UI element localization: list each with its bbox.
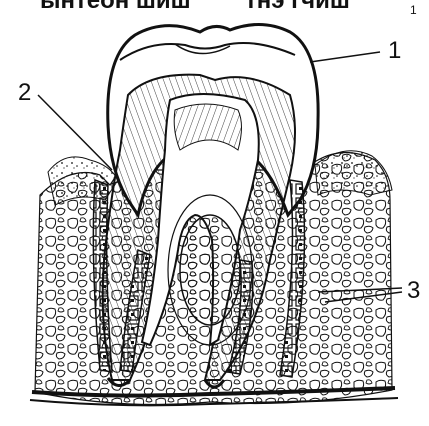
label-bone: 3 — [407, 277, 420, 304]
label-gum-edge: 2 — [18, 79, 31, 106]
label-crown: 1 — [388, 37, 401, 64]
pulp-tissue — [180, 215, 240, 325]
cropped-header-text: ынтеон шиш тнэ гчиш 1 — [40, 0, 417, 17]
cropped-superscript: 1 — [410, 3, 417, 17]
label-2-group: 2 — [18, 79, 112, 170]
cropped-text-right: тнэ гчиш — [245, 0, 350, 14]
cropped-text-left: ынтеон шиш — [40, 0, 191, 14]
label-1-group: 1 — [310, 37, 401, 64]
